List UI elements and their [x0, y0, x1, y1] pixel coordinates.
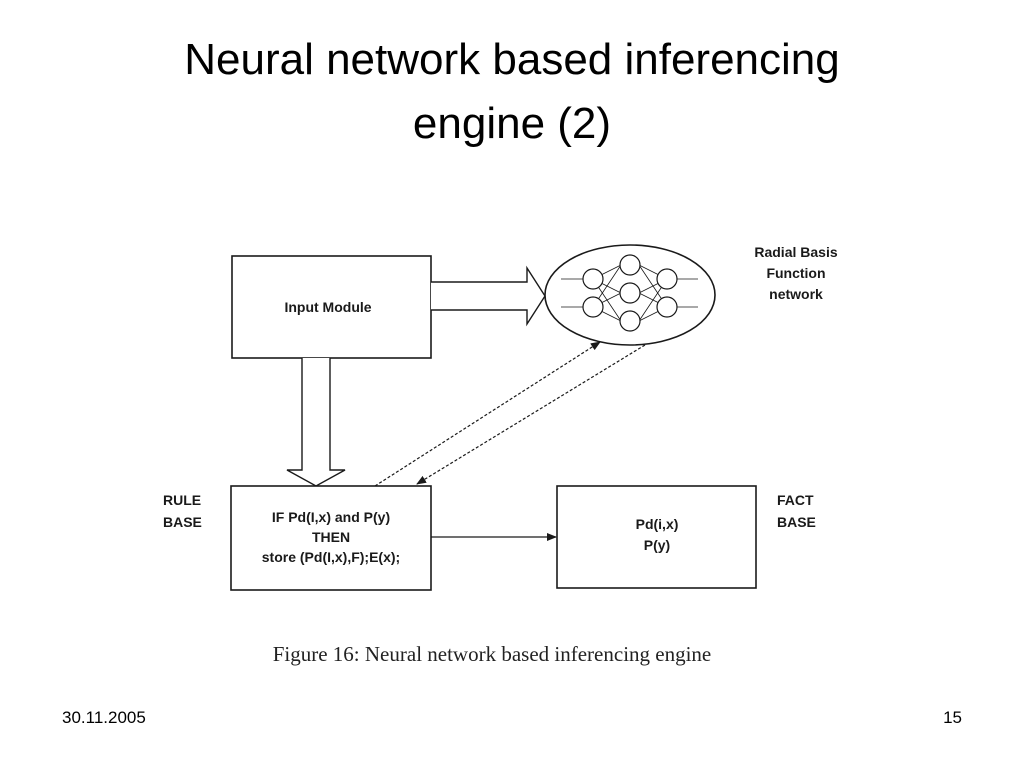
neuron-input-1 — [582, 268, 604, 290]
input-module-label: Input Module — [284, 299, 371, 315]
rule-base-label-line-2: BASE — [163, 514, 202, 530]
rule-line-2: THEN — [312, 529, 350, 545]
input-to-rule-base-arrow — [286, 358, 346, 487]
page-title-line-2: engine (2) — [412, 99, 612, 148]
network-neurons — [582, 254, 678, 332]
neuron-hidden-3 — [619, 310, 641, 332]
neuron-output-1 — [656, 268, 678, 290]
neuron-hidden-1 — [619, 254, 641, 276]
footer-date: 30.11.2005 — [62, 708, 146, 727]
rbf-label-line-2: Function — [766, 265, 825, 281]
footer-page-number: 15 — [943, 708, 962, 727]
fact-base-box: Pd(i,x) P(y) — [556, 485, 757, 589]
figure-caption: Figure 16: Neural network based inferenc… — [272, 642, 712, 666]
rule-base-box: IF Pd(I,x) and P(y) THEN store (Pd(I,x),… — [230, 485, 432, 591]
rule-line-1: IF Pd(I,x) and P(y) — [272, 509, 390, 525]
neuron-hidden-2 — [619, 282, 641, 304]
rule-base-label-line-1: RULE — [163, 492, 201, 508]
rbf-label-line-3: network — [769, 286, 823, 302]
neuron-output-2 — [656, 296, 678, 318]
rbf-network — [544, 244, 716, 346]
page-title-line-1: Neural network based inferencing — [184, 35, 840, 84]
fact-line-1: Pd(i,x) — [636, 516, 679, 532]
fact-line-2: P(y) — [644, 537, 670, 553]
fact-base-label-line-1: FACT — [777, 492, 814, 508]
input-module-box: Input Module — [231, 255, 432, 359]
neuron-input-2 — [582, 296, 604, 318]
input-to-network-arrow — [431, 265, 546, 327]
rbf-label-line-1: Radial Basis — [754, 244, 837, 260]
fact-base-label-line-2: BASE — [777, 514, 816, 530]
rule-base-to-network-arrow — [374, 341, 601, 487]
network-to-rule-base-arrow — [416, 344, 646, 485]
rule-line-3: store (Pd(I,x),F);E(x); — [262, 549, 400, 565]
page-title: Neural network based inferencing engine … — [62, 28, 962, 156]
